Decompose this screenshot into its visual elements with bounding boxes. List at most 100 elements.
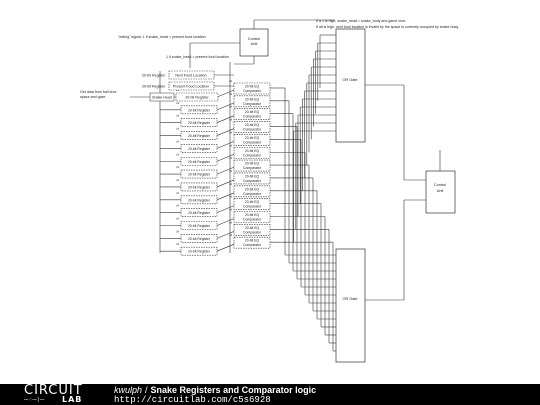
eq-comparator bbox=[233, 198, 271, 210]
comparator-label: Comparator bbox=[243, 205, 262, 209]
wire bbox=[216, 153, 235, 162]
body-register-label: 20-bit Register bbox=[188, 185, 211, 189]
eq-comparator bbox=[233, 82, 271, 95]
eq-comparator bbox=[233, 95, 271, 108]
comparator-label: 20-bit EQ bbox=[245, 239, 260, 243]
clk-label: clk bbox=[229, 118, 233, 122]
next-food-register-side: 20-bit Register bbox=[142, 74, 166, 78]
body-register bbox=[180, 144, 218, 153]
body-register-label: 20-bit Register bbox=[188, 160, 211, 164]
wire bbox=[216, 218, 235, 226]
comparator-label: 20-bit EQ bbox=[245, 213, 260, 217]
snake-head-register bbox=[175, 92, 219, 102]
comparator-label: 20-bit EQ bbox=[245, 200, 260, 204]
circuitlab-logo-lab: LAB bbox=[62, 395, 83, 404]
top-right-note-line1: If a 1 is high, snake_head = snake_body … bbox=[316, 19, 406, 23]
get-data-note-line1: Get data from ball shot bbox=[80, 90, 116, 94]
clk-label: clk bbox=[176, 139, 180, 143]
circuitlab-logo[interactable]: CIRCUIT bbox=[24, 383, 83, 398]
comparator-label: Comparator bbox=[243, 192, 262, 196]
comparator-label: Comparator bbox=[243, 179, 262, 183]
wire bbox=[216, 192, 235, 201]
clk-label: clk bbox=[229, 195, 233, 199]
clk-label: clk bbox=[176, 178, 180, 182]
comparator-label: 20-bit EQ bbox=[245, 85, 260, 89]
eq-comparator bbox=[233, 172, 271, 185]
eq-comparator bbox=[233, 211, 271, 223]
eq-comparator bbox=[233, 108, 271, 120]
comparator-label: 20-bit EQ bbox=[245, 149, 260, 153]
clk-label: clk bbox=[229, 130, 233, 134]
comparator-label: Comparator bbox=[243, 89, 262, 93]
comparator-label: 20-bit EQ bbox=[245, 187, 260, 191]
body-register bbox=[180, 182, 218, 192]
or-gate-bottom bbox=[335, 248, 366, 363]
comparator-label: 20-bit EQ bbox=[245, 97, 260, 101]
comparator-label: Comparator bbox=[243, 166, 262, 170]
control-unit-right-label-2: Unit bbox=[437, 189, 445, 193]
snake-head-tag bbox=[149, 92, 175, 102]
body-register bbox=[180, 208, 218, 217]
clk-label: clk bbox=[229, 105, 233, 109]
clk-label: clk bbox=[176, 204, 180, 208]
eq-comparator bbox=[233, 121, 271, 133]
title-separator: / bbox=[145, 385, 148, 395]
eq-comparator bbox=[233, 236, 271, 249]
body-register-label: 20-bit Register bbox=[188, 147, 211, 151]
body-register bbox=[180, 156, 218, 166]
body-register-label: 20-bit Register bbox=[188, 108, 211, 112]
body-register bbox=[180, 246, 218, 256]
control-unit-top bbox=[239, 28, 269, 57]
body-register-label: 20-bit Register bbox=[188, 250, 211, 254]
comparator-label: Comparator bbox=[243, 153, 262, 157]
comparator-label: Comparator bbox=[243, 218, 262, 222]
eating-signal-annotation: "eating" signal: 1 if snake_head = prese… bbox=[118, 35, 206, 39]
control-unit-top-label-2: Unit bbox=[251, 42, 259, 46]
clk-label: clk bbox=[229, 233, 233, 237]
wire bbox=[216, 141, 235, 149]
wires bbox=[130, 19, 441, 352]
circuit-url-link[interactable]: http://circuitlab.com/c5s6928 bbox=[114, 395, 271, 405]
or-gate-bottom-label: OR Gate bbox=[343, 297, 358, 301]
present-food-register-label: Present Food Location bbox=[173, 85, 209, 89]
body-register bbox=[180, 169, 218, 179]
comparator-label: 20-bit EQ bbox=[245, 110, 260, 114]
author-name[interactable]: kwulph bbox=[114, 385, 143, 395]
circuitlab-logo-glyphs: ─◦─⌇─ bbox=[24, 396, 45, 404]
eq-comparator bbox=[233, 185, 271, 198]
next-food-register bbox=[168, 70, 215, 80]
body-register-label: 20-bit Register bbox=[188, 121, 211, 125]
clk-label: clk bbox=[176, 114, 180, 118]
clk-label: clk bbox=[176, 101, 180, 105]
clk-label: clk bbox=[229, 220, 233, 224]
eq-comparator bbox=[233, 134, 271, 146]
wire bbox=[216, 231, 235, 239]
body-register-label: 20-bit Register bbox=[188, 134, 211, 138]
snake-head-register-label: 20-bit Register bbox=[185, 96, 209, 100]
snake-head-food-annotation: 1 if snake_head = present food location bbox=[166, 55, 229, 59]
clk-label: clk bbox=[176, 127, 180, 131]
comparator-label: 20-bit EQ bbox=[245, 174, 260, 178]
body-register bbox=[180, 221, 218, 230]
clk-label: clk bbox=[176, 152, 180, 156]
get-data-note-line2: space and gaze bbox=[80, 95, 105, 99]
body-register bbox=[180, 195, 218, 205]
comparator-label: Comparator bbox=[243, 243, 262, 247]
body-register-label: 20-bit Register bbox=[188, 173, 211, 177]
comparator-label: 20-bit EQ bbox=[245, 226, 260, 230]
body-register bbox=[180, 105, 218, 115]
clk-label: clk bbox=[229, 92, 233, 96]
clk-label: clk bbox=[229, 208, 233, 212]
control-unit-top-label-1: Control bbox=[248, 37, 260, 41]
clk-label: clk bbox=[176, 217, 180, 221]
clk-label: clk bbox=[229, 169, 233, 173]
clk-label: clk bbox=[176, 229, 180, 233]
or-gate-top-label: OR Gate bbox=[343, 78, 358, 82]
footer-bar: CIRCUIT ─◦─⌇─ LAB kwulph/Snake Registers… bbox=[0, 384, 540, 405]
body-register-label: 20-bit Register bbox=[188, 224, 211, 228]
wire bbox=[216, 115, 235, 123]
comparator-label: 20-bit EQ bbox=[245, 136, 260, 140]
wire bbox=[216, 102, 235, 111]
